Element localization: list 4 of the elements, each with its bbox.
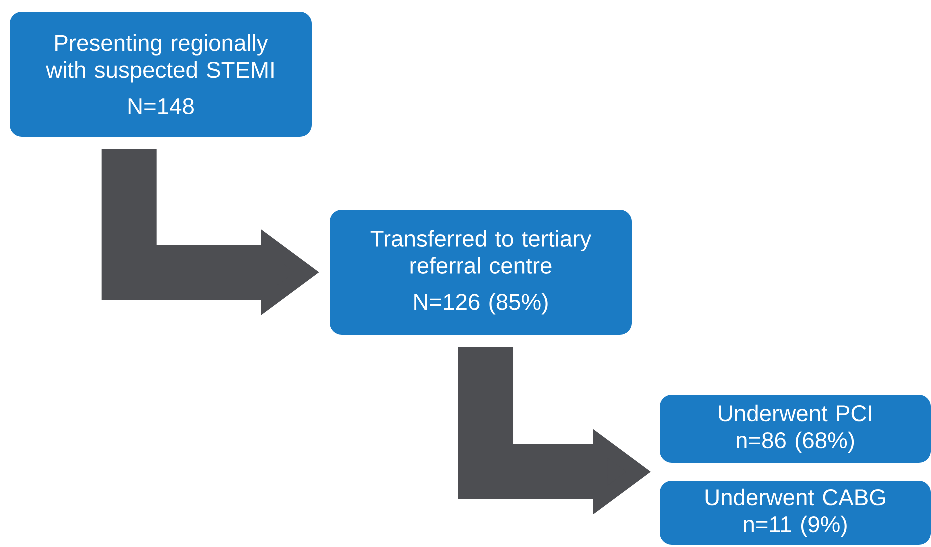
process-box: Transferred to tertiary referral centre N=126 (85%) [330, 210, 632, 335]
process-box: Underwent PCI n=86 (68%) [660, 395, 931, 463]
process-box: Underwent CABG n=11 (9%) [660, 481, 931, 545]
process-box: Presenting regionally with suspected STEMI N=148 [10, 12, 312, 137]
